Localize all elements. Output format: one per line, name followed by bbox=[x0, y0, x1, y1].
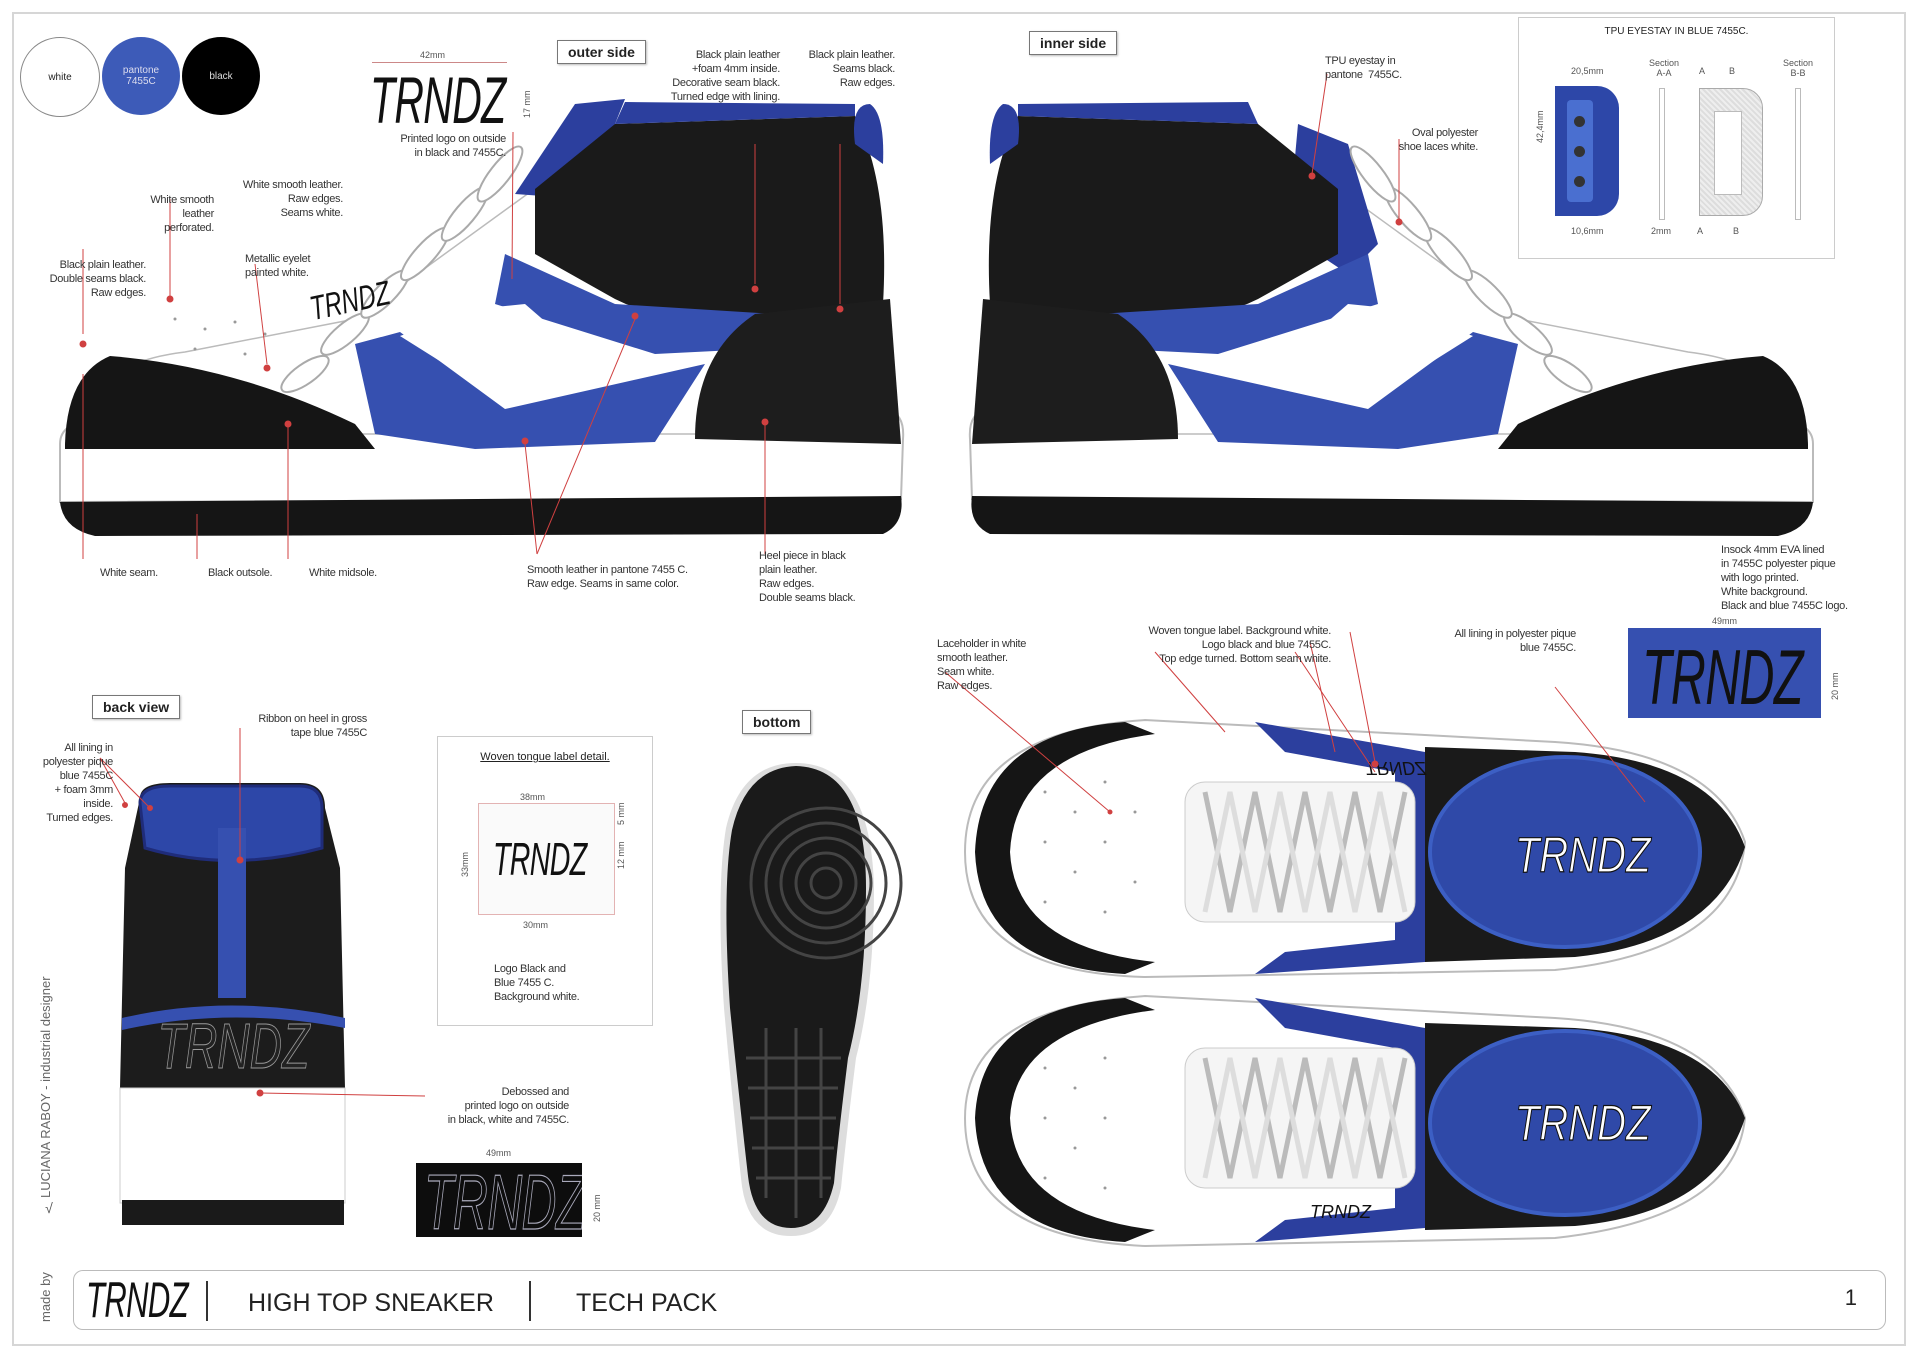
note-collar: Black plain leather +foam 4mm inside. De… bbox=[670, 49, 780, 103]
note-tongue-label: Woven tongue label. Background white. Lo… bbox=[1148, 625, 1331, 665]
view-tag-back-view: back view bbox=[92, 695, 181, 719]
swatch-white: white bbox=[20, 37, 100, 117]
woven-height-dim: 33mm bbox=[460, 851, 470, 877]
woven-detail-note: Logo Black and Blue 7455 C. Background w… bbox=[494, 963, 580, 1003]
note-white-seam: White seam. bbox=[100, 567, 158, 579]
designer-signature-icon: √ bbox=[45, 1200, 53, 1216]
cut-a-label: A bbox=[1699, 66, 1706, 76]
tpu-width-dim: 20,5mm bbox=[1571, 66, 1604, 76]
back-label-height: 20 mm bbox=[592, 1194, 602, 1222]
section-aa-label: Section A-A bbox=[1649, 58, 1680, 78]
leader-lines bbox=[944, 631, 1646, 815]
dimension-line bbox=[372, 62, 507, 63]
cut-b-label: B bbox=[1733, 226, 1740, 236]
note-quarter-white: White smooth leather. Raw edges. Seams w… bbox=[242, 179, 343, 219]
designer-credit: LUCIANA RABOY - industrial designer bbox=[38, 976, 53, 1198]
section-aa-shape bbox=[1659, 88, 1665, 220]
tpu-height-dim: 42,4mm bbox=[1535, 110, 1545, 143]
tpu-eyestay-detail: TPU EYESTAY IN BLUE 7455C. 20,5mm 42,4mm… bbox=[1518, 17, 1835, 259]
note-white-midsole: White midsole. bbox=[309, 567, 377, 579]
view-tag-outer-side: outer side bbox=[557, 40, 646, 64]
divider bbox=[206, 1281, 208, 1321]
view-tag-bottom: bottom bbox=[742, 710, 812, 734]
page-frame bbox=[12, 12, 1906, 1346]
insock-logo: TRNDZ bbox=[1515, 1095, 1652, 1151]
shoe-top-view-2: TRNDZ TRNDZ bbox=[963, 994, 1747, 1248]
note-toe-cap: Black plain leather. Double seams black.… bbox=[49, 259, 147, 299]
back-label-width: 49mm bbox=[486, 1148, 512, 1158]
insock-label-width: 49mm bbox=[1712, 616, 1738, 626]
made-by-label: made by bbox=[38, 1272, 53, 1322]
leader-lines bbox=[79, 131, 844, 559]
cut-a-label: A bbox=[1697, 226, 1704, 236]
shoe-side-drawing bbox=[59, 99, 905, 536]
shoe-side-drawing bbox=[968, 102, 1814, 536]
woven-detail-title: Woven tongue label detail. bbox=[480, 751, 610, 763]
side-logo: TRNDZ bbox=[1310, 1202, 1372, 1222]
back-logo-label: TRNDZ bbox=[416, 1163, 582, 1237]
note-lining-back: All lining in polyester pique blue 7455C… bbox=[42, 742, 113, 824]
insock-logo-label: TRNDZ bbox=[1628, 628, 1821, 718]
tongue-logo: TRNDZ bbox=[1365, 758, 1427, 778]
note-tpu-eyestay: TPU eyestay in pantone 7455C. bbox=[1325, 55, 1402, 81]
woven-top-margin-dim: 5 mm bbox=[616, 802, 626, 826]
note-laces: Oval polyester shoe laces white. bbox=[1398, 127, 1479, 153]
note-toe-perforated: White smooth leather perforated. bbox=[150, 194, 214, 234]
woven-logo-height-dim: 12 mm bbox=[616, 841, 626, 869]
note-heel-piece: Heel piece in black plain leather. Raw e… bbox=[759, 550, 856, 604]
note-collar-back: Black plain leather. Seams black. Raw ed… bbox=[808, 49, 896, 89]
woven-label-shape: TRNDZ bbox=[478, 803, 615, 915]
footer-brand-logo: TRNDZ bbox=[86, 1272, 189, 1328]
footer-doc-type: TECH PACK bbox=[576, 1289, 718, 1317]
footer-bar: TRNDZ HIGH TOP SNEAKER TECH PACK 1 bbox=[73, 1270, 1886, 1330]
note-black-outsole: Black outsole. bbox=[208, 567, 273, 579]
woven-inner-width-dim: 30mm bbox=[523, 920, 549, 930]
note-laceholder: Laceholder in white smooth leather. Seam… bbox=[937, 638, 1027, 692]
swatch-label: pantone 7455C bbox=[122, 65, 160, 87]
note-insock: Insock 4mm EVA lined in 7455C polyester … bbox=[1721, 544, 1848, 612]
swatch-black: black bbox=[182, 37, 260, 115]
swatch-label: white bbox=[48, 71, 72, 83]
shoe-inner-side bbox=[968, 73, 1814, 536]
back-logo: TRNDZ bbox=[158, 1010, 312, 1082]
tpu-detail-title: TPU EYESTAY IN BLUE 7455C. bbox=[1604, 26, 1749, 37]
tpu-section-shape bbox=[1699, 88, 1763, 216]
tpu-inner-width-dim: 10,6mm bbox=[1571, 226, 1604, 236]
insock-label-height: 20 mm bbox=[1830, 672, 1840, 700]
swatch-blue: pantone 7455C bbox=[102, 37, 180, 115]
section-bb-shape bbox=[1795, 88, 1801, 220]
shoe-back-view: TRNDZ bbox=[99, 728, 426, 1225]
woven-label-detail: Woven tongue label detail. 38mm TRNDZ 33… bbox=[437, 736, 653, 1026]
insock-logo: TRNDZ bbox=[1515, 827, 1652, 883]
tpu-thickness-dim: 2mm bbox=[1651, 226, 1671, 236]
note-smooth-leather: Smooth leather in pantone 7455 C. Raw ed… bbox=[527, 564, 688, 590]
logo-height-dim: 17 mm bbox=[522, 90, 532, 118]
leader-lines bbox=[99, 728, 426, 1097]
shoe-outer-side: TRNDZ bbox=[59, 99, 905, 559]
leader-lines bbox=[1308, 73, 1403, 226]
note-ribbon: Ribbon on heel in gross tape blue 7455C bbox=[258, 713, 367, 739]
tpu-eyestay-shape bbox=[1555, 86, 1619, 216]
outer-logo: TRNDZ bbox=[370, 63, 506, 137]
shoe-top-view-1: TRNDZ TRNDZ bbox=[944, 631, 1747, 979]
note-debossed: Debossed and printed logo on outside in … bbox=[447, 1086, 570, 1126]
view-tag-inner-side: inner side bbox=[1029, 31, 1118, 55]
swatch-label: black bbox=[209, 70, 233, 82]
logo-width-dim: 42mm bbox=[420, 50, 446, 60]
note-eyelet: Metallic eyelet painted white. bbox=[245, 253, 311, 279]
divider bbox=[529, 1281, 531, 1321]
note-lining-top: All lining in polyester pique blue 7455C… bbox=[1454, 628, 1576, 654]
page-number: 1 bbox=[1844, 1285, 1857, 1310]
cut-b-label: B bbox=[1729, 66, 1736, 76]
section-bb-label: Section B-B bbox=[1783, 58, 1814, 78]
outer-logo-note: Printed logo on outside in black and 745… bbox=[400, 133, 506, 159]
footer-product: HIGH TOP SNEAKER bbox=[248, 1289, 494, 1317]
shoe-sole-bottom bbox=[720, 763, 903, 1236]
woven-width-dim: 38mm bbox=[520, 792, 546, 802]
